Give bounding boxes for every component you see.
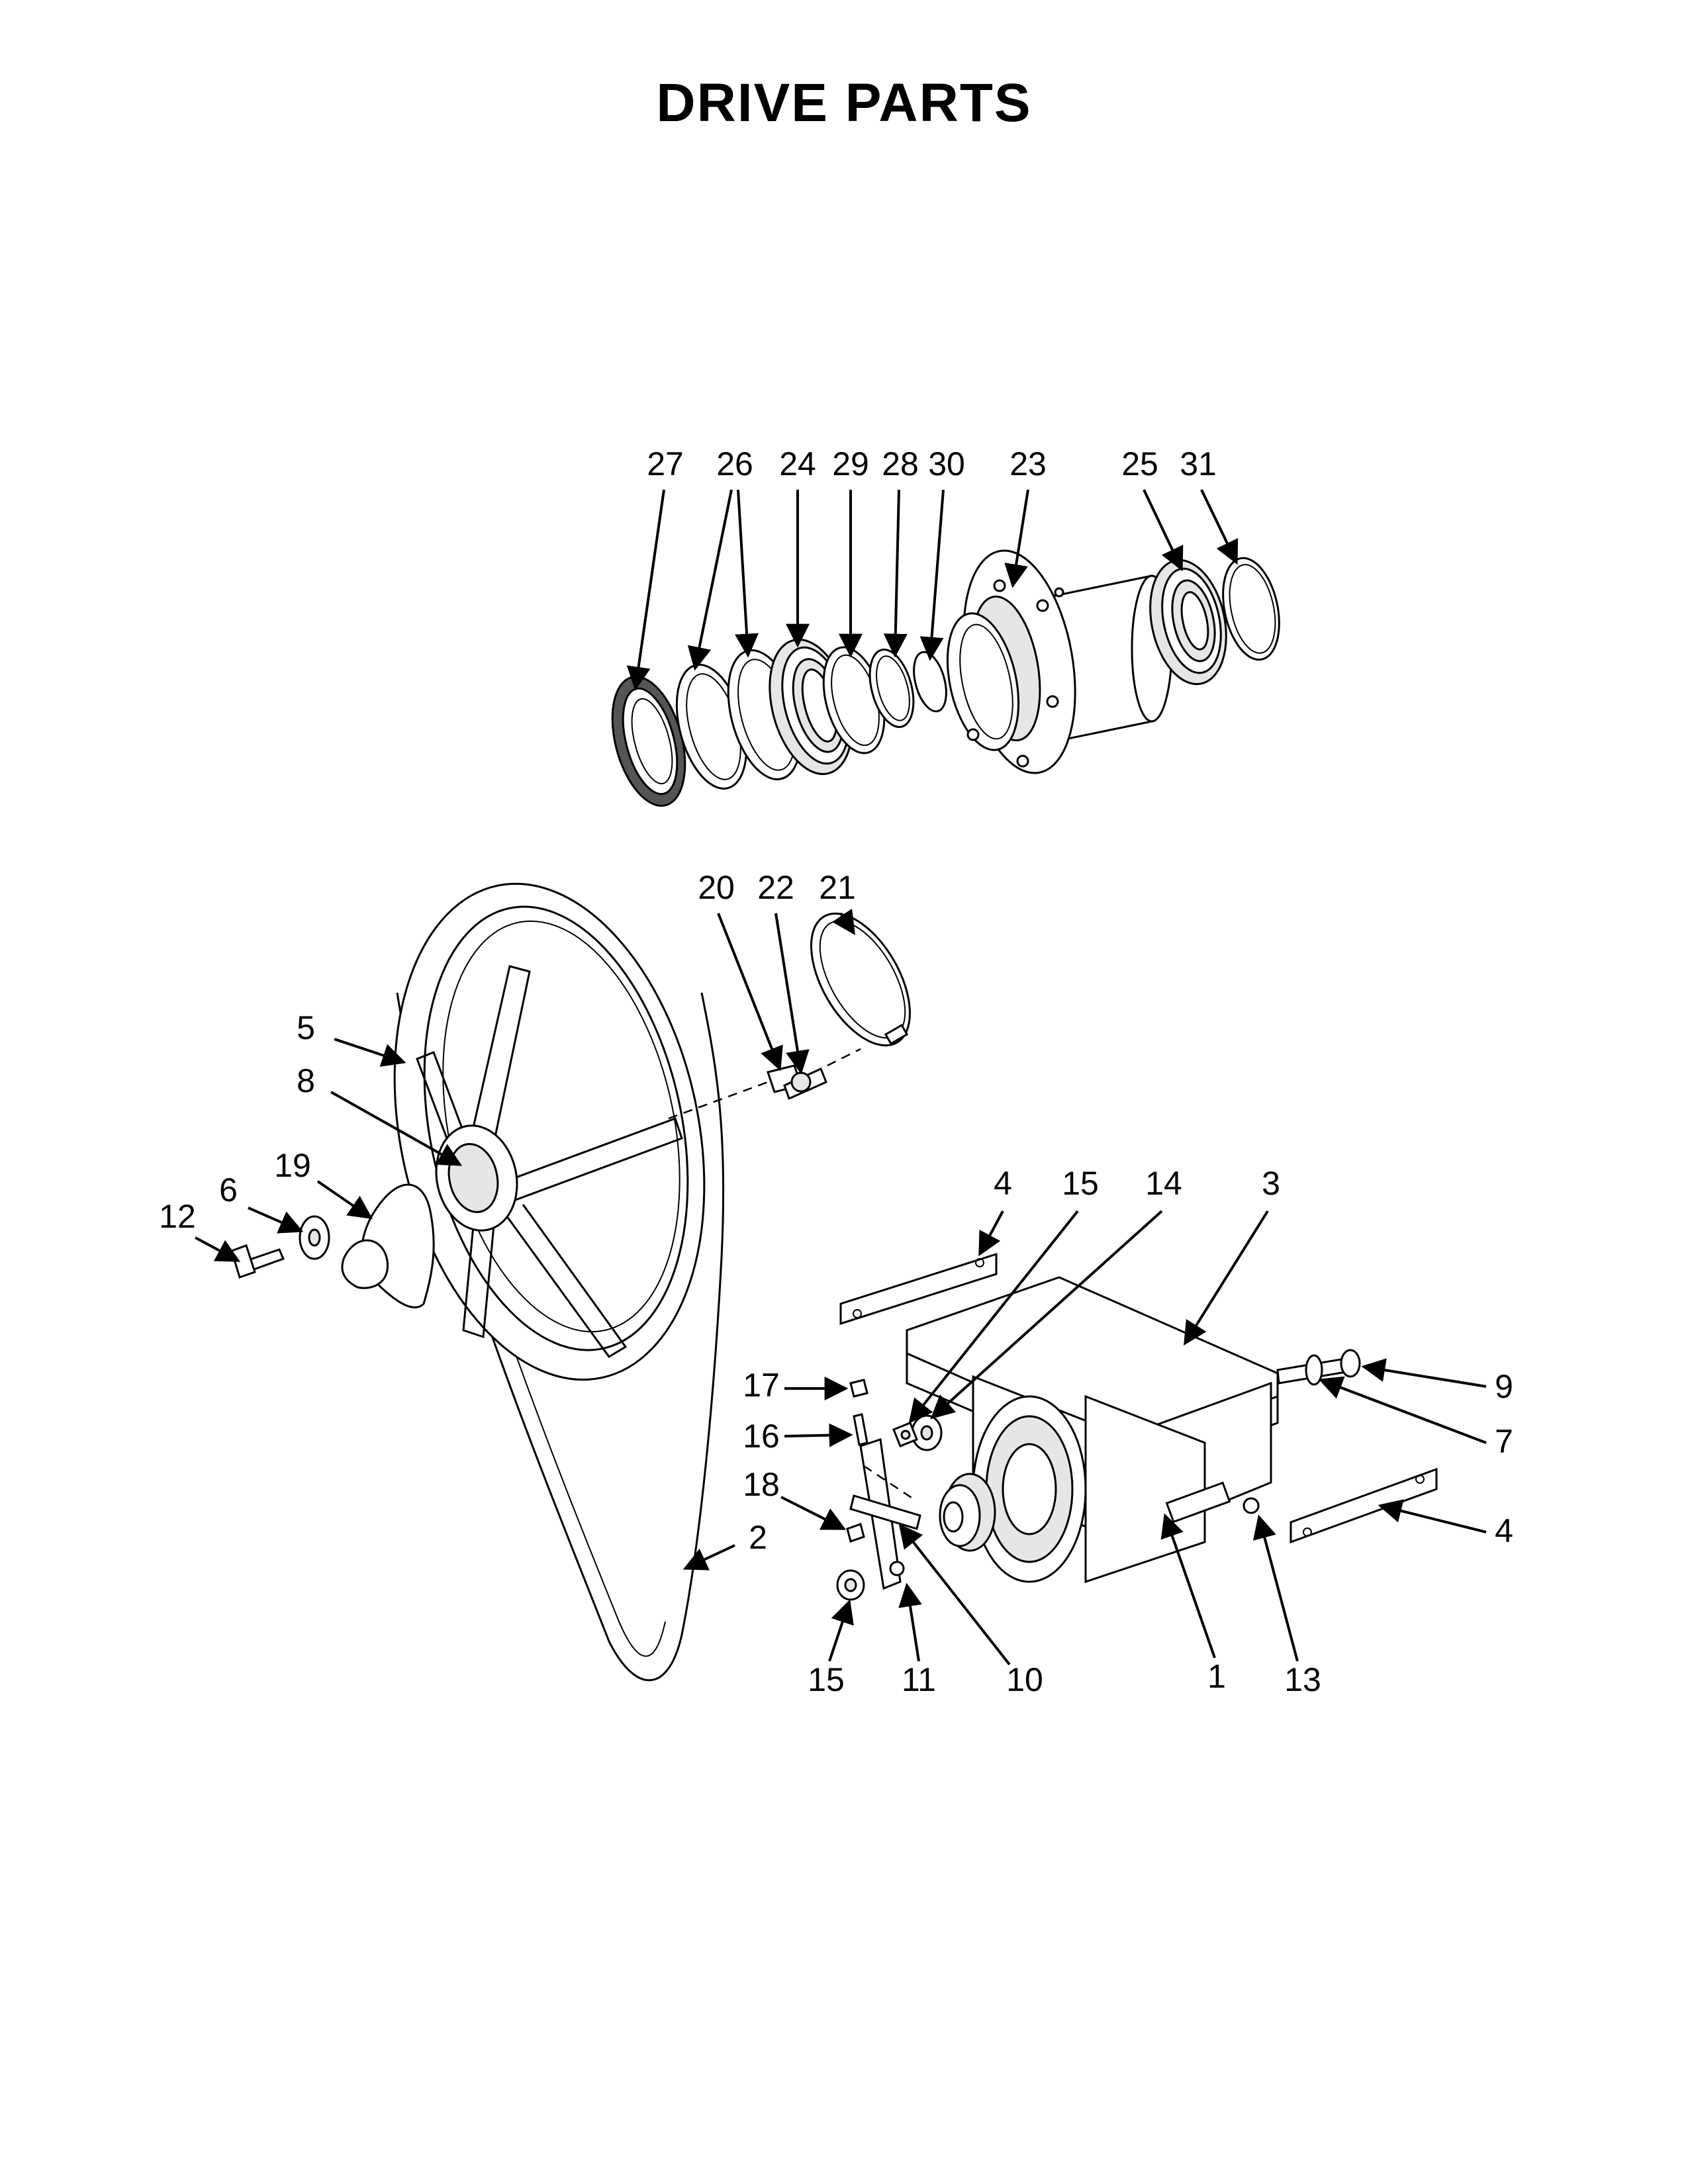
ring-part-28 [868,649,915,728]
washer-part-6 [299,1215,330,1260]
callout-24: 24 [779,445,816,482]
callout-1: 1 [1207,1658,1226,1695]
seal-part-27 [611,676,686,807]
nut-part-15a [892,1422,918,1447]
bearing-housing-assembly [611,549,1280,807]
callout-19: 19 [274,1147,311,1184]
fitting-part-20-22 [767,1064,827,1101]
callout-20: 20 [698,869,735,906]
pin-part-16 [853,1413,868,1446]
callout-12: 12 [159,1198,196,1235]
bearing-part-25 [1149,559,1227,686]
callout-23: 23 [1009,445,1047,482]
strip-part-4a [839,1252,998,1326]
callout-29: 29 [832,445,869,482]
callout-25: 25 [1121,445,1158,482]
callout-28: 28 [882,445,919,482]
callout-11: 11 [902,1661,936,1698]
bolt-part-12 [230,1244,285,1279]
snap-ring-part-31 [1222,557,1280,661]
callout-4-bottom: 4 [1495,1512,1513,1549]
motor-assembly [836,1252,1438,1601]
callout-16: 16 [743,1418,780,1455]
callout-21: 21 [819,869,856,906]
callout-14: 14 [1145,1165,1182,1202]
callout-22: 22 [757,869,794,906]
callout-5: 5 [297,1009,315,1046]
callout-7: 7 [1495,1423,1513,1460]
callout-8: 8 [297,1062,315,1099]
callout-26: 26 [716,445,753,482]
nut-part-13 [1243,1497,1260,1514]
callout-3: 3 [1262,1165,1280,1202]
callout-31: 31 [1180,445,1217,482]
housing-part-23 [946,549,1173,774]
screw-part-17 [849,1379,868,1398]
callout-17: 17 [743,1367,780,1404]
callout-10: 10 [1006,1661,1043,1698]
callout-9: 9 [1495,1368,1513,1405]
washer-part-14 [911,1414,943,1451]
callout-13: 13 [1284,1661,1321,1698]
callout-27: 27 [647,445,684,482]
nut-part-15b [836,1569,865,1601]
screw-part-18 [846,1523,865,1543]
callout-30: 30 [928,445,965,482]
callout-6: 6 [219,1171,238,1208]
strip-part-4b [1289,1467,1438,1544]
page-title: DRIVE PARTS [656,73,1031,133]
callout-2: 2 [749,1519,767,1556]
pulley-and-belt [230,882,725,1682]
callout-15-bottom: 15 [808,1661,845,1698]
hose-clamp-part-21 [810,912,911,1047]
shaft-part-7-9 [1276,1349,1361,1386]
callouts: 27 26 24 29 28 30 23 25 31 20 22 21 5 8 … [159,445,1513,1698]
callout-4-top: 4 [994,1165,1012,1202]
callout-15-top: 15 [1062,1165,1099,1202]
callout-18: 18 [743,1466,780,1503]
bracket-part-10-11 [849,1438,921,1590]
motor-pulley [939,1473,996,1552]
retainer-part-19 [341,1183,435,1308]
